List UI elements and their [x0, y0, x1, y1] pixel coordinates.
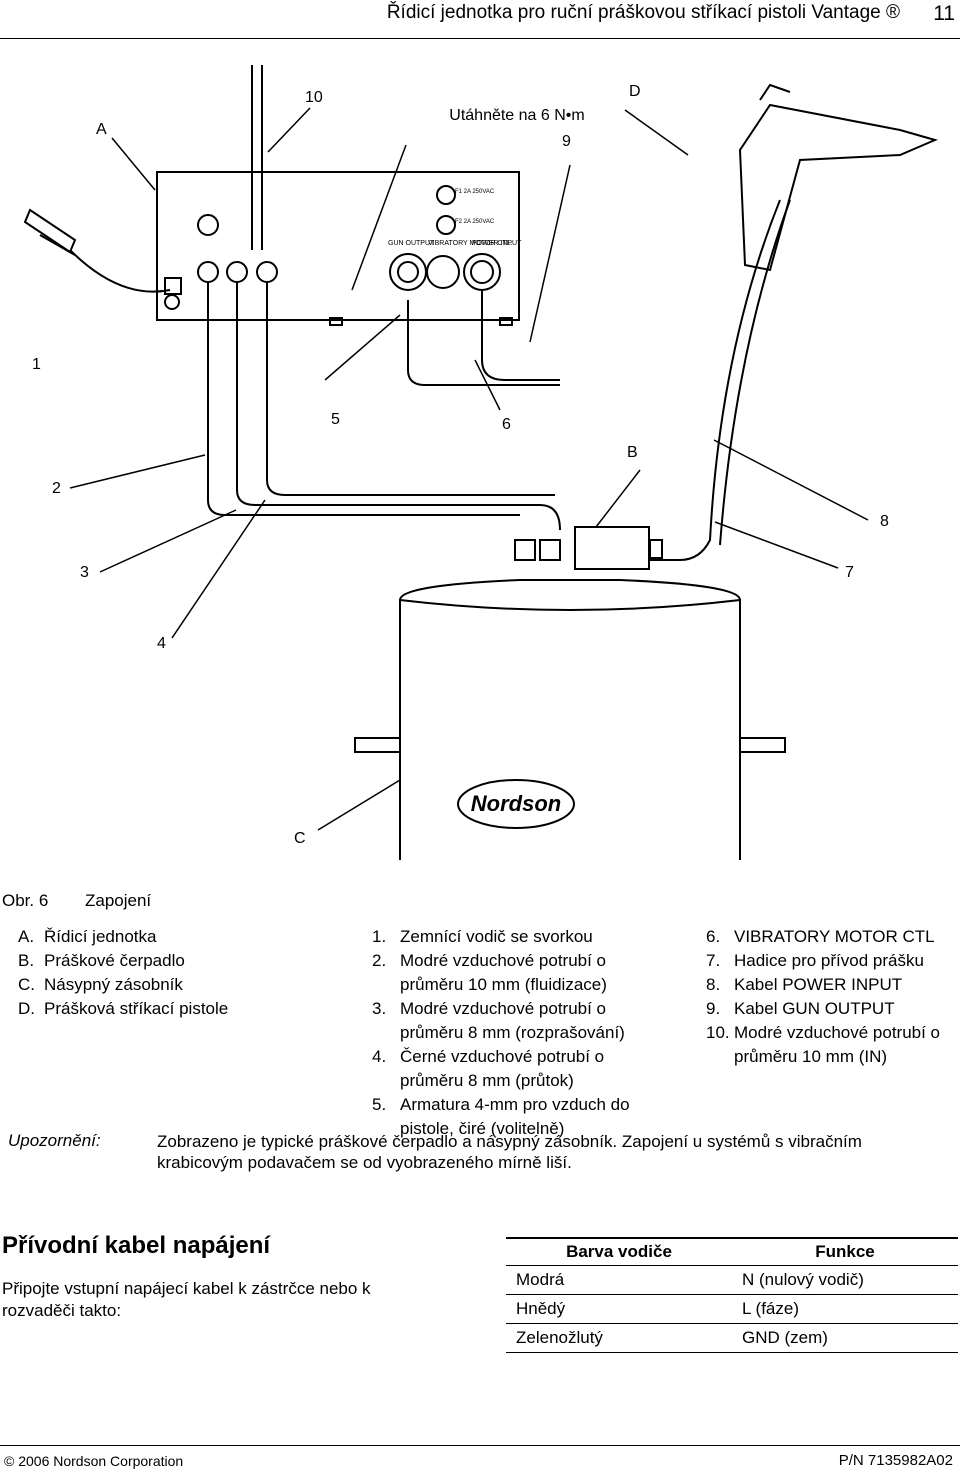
section-body: Připojte vstupní napájecí kabel k zástrč… [2, 1279, 371, 1320]
gun-output-connector [389, 253, 427, 291]
svg-text:POWER INPUT: POWER INPUT [472, 240, 522, 247]
legend-numbers-2: 6.VIBRATORY MOTOR CTL 7.Hadice pro přívo… [706, 925, 960, 1069]
list-item: 9.Kabel GUN OUTPUT [706, 999, 895, 1018]
svg-text:GUN OUTPUT: GUN OUTPUT [388, 240, 435, 247]
svg-text:F2 2A 250VAC: F2 2A 250VAC [455, 219, 495, 225]
list-item: A.Řídicí jednotka [18, 927, 157, 946]
legend-letters: A.Řídicí jednotka B.Práškové čerpadlo C.… [18, 925, 348, 1021]
section-title: Přívodní kabel napájení [2, 1232, 271, 1259]
page-number: 11 [933, 2, 955, 25]
list-item: 7.Hadice pro přívod prášku [706, 951, 924, 970]
callout-A: A [96, 121, 107, 138]
list-item: 1.Zemnící vodič se svorkou [372, 927, 593, 946]
running-header-title: Řídicí jednotka pro ruční práškovou stří… [386, 2, 900, 23]
table-row: Modrá N (nulový vodič) [506, 1265, 958, 1295]
callout-C: C [294, 830, 306, 847]
callout-4: 4 [157, 635, 166, 652]
list-item: 10.Modré vzduchové potrubí o průměru 10 … [706, 1023, 941, 1066]
wire-color-table: Barva vodiče Funkce Modrá N (nulový vodi… [506, 1237, 958, 1353]
list-item: 8.Kabel POWER INPUT [706, 975, 903, 994]
table-row: Hnědý L (fáze) [506, 1294, 958, 1324]
svg-text:VIBRATORY MOTOR CTL.: VIBRATORY MOTOR CTL. [428, 240, 513, 247]
fuse-f2 [436, 215, 456, 235]
table-cell: Modrá [506, 1265, 732, 1295]
callout-2: 2 [52, 480, 61, 497]
note-label: Upozornění: [8, 1131, 101, 1150]
figure-number: Obr. 6 [2, 891, 49, 910]
callout-9: 9 [562, 133, 571, 150]
fuse-f1 [436, 185, 456, 205]
table-header: Funkce [732, 1237, 958, 1266]
callout-6: 6 [502, 416, 511, 433]
callout-1: 1 [32, 356, 41, 373]
connection-diagram: Nordson F1 2A 250VAC F2 2A 250VAC GUN OU… [23, 65, 938, 860]
table-row: Zelenožlutý GND (zem) [506, 1323, 958, 1353]
power-input-connector [463, 253, 501, 291]
control-unit [156, 171, 520, 321]
footer-rule [0, 1445, 960, 1446]
list-item: D.Prášková stříkací pistole [18, 999, 229, 1018]
note-text: Zobrazeno je typické práškové čerpadlo a… [157, 1132, 862, 1172]
callout-10: 10 [305, 89, 323, 106]
callout-3: 3 [80, 564, 89, 581]
svg-text:F1 2A 250VAC: F1 2A 250VAC [455, 189, 495, 195]
table-cell: N (nulový vodič) [732, 1265, 958, 1295]
list-item: C.Násypný zásobník [18, 975, 183, 994]
table-cell: L (fáze) [732, 1294, 958, 1324]
svg-text:Utáhněte na 6 N•m: Utáhněte na 6 N•m [449, 107, 584, 124]
list-item: 2.Modré vzduchové potrubí o průměru 10 m… [372, 951, 607, 994]
callout-5: 5 [331, 411, 340, 428]
header-rule [0, 38, 960, 39]
callout-B: B [627, 444, 638, 461]
nordson-logo: Nordson [471, 791, 561, 816]
list-item: 3.Modré vzduchové potrubí o průměru 8 mm… [372, 999, 625, 1042]
table-cell: Hnědý [506, 1294, 732, 1324]
spray-gun [738, 103, 938, 272]
vibratory-connector [426, 255, 460, 289]
table-header: Barva vodiče [506, 1237, 732, 1266]
list-item: B.Práškové čerpadlo [18, 951, 185, 970]
copyright: © 2006 Nordson Corporation [4, 1453, 184, 1469]
list-item: 4.Černé vzduchové potrubí o průměru 8 mm… [372, 1047, 605, 1090]
figure-title: Zapojení [85, 891, 152, 910]
table-cell: GND (zem) [732, 1323, 958, 1353]
table-cell: Zelenožlutý [506, 1323, 732, 1353]
hopper [399, 579, 741, 860]
list-item: 5.Armatura 4-mm pro vzduch do pistole, č… [372, 1095, 630, 1138]
part-number: P/N 7135982A02 [838, 1452, 953, 1469]
callout-7: 7 [845, 564, 854, 581]
callout-8: 8 [880, 513, 889, 530]
callout-D: D [629, 83, 641, 100]
powder-pump [574, 526, 650, 570]
list-item: 6.VIBRATORY MOTOR CTL [706, 927, 935, 946]
legend-numbers-1: 1.Zemnící vodič se svorkou 2.Modré vzduc… [372, 925, 672, 1141]
